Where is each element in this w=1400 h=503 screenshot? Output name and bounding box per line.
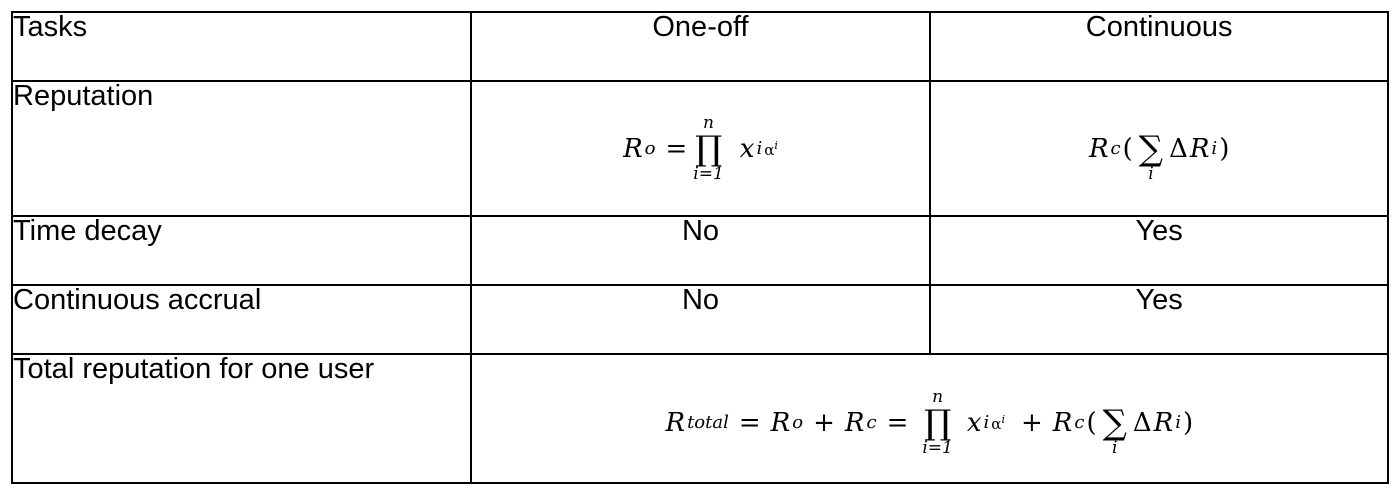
continuous-formula: Rc( n ∑ i ΔRi) — [1089, 115, 1229, 183]
subscript-total: total — [687, 411, 729, 433]
equals-sign: = — [738, 407, 761, 438]
subscript-c: c — [866, 411, 877, 433]
plus-sign: + — [813, 407, 835, 438]
product-lower-limit: i=1 — [693, 163, 724, 184]
equals-sign: = — [665, 133, 688, 164]
subscript-i: i — [1211, 137, 1218, 159]
delta-symbol: Δ — [1169, 133, 1188, 164]
row-label-reputation: Reputation — [11, 80, 472, 217]
sum-sign: ∑ — [1102, 402, 1127, 443]
symbol-r: R — [1052, 407, 1073, 438]
sum-operator: n ∑ i — [1139, 115, 1163, 183]
equals-sign-2: = — [886, 407, 909, 438]
continuous-formula-cell: Rc( n ∑ i ΔRi) — [929, 80, 1389, 217]
alpha-symbol: α — [764, 140, 775, 159]
alpha-subscript: i — [774, 138, 778, 152]
product-operator: n ∏ i=1 — [693, 112, 724, 184]
row-label-time-decay: Time decay — [11, 215, 472, 286]
alpha-subscript: i — [1001, 412, 1005, 426]
header-one-off: One-off — [469, 11, 932, 82]
alpha-symbol: α — [991, 414, 1002, 433]
row-label-continuous-accrual: Continuous accrual — [11, 284, 472, 355]
product-operator: n ∏ i=1 — [922, 386, 953, 458]
sum-lower-limit: i — [1148, 163, 1154, 184]
subscript-o: o — [792, 411, 804, 433]
accrual-one-off: No — [469, 284, 932, 355]
header-tasks: Tasks — [11, 11, 472, 82]
delta-symbol: Δ — [1132, 407, 1152, 438]
symbol-r: R — [770, 407, 791, 438]
symbol-x: x — [739, 133, 755, 164]
sum-lower-limit: i — [1112, 437, 1118, 458]
subscript-i: i — [983, 411, 990, 433]
symbol-r: R — [844, 407, 865, 438]
symbol-r: R — [1189, 133, 1210, 164]
subscript-o: o — [644, 137, 656, 159]
subscript-c: c — [1110, 137, 1121, 159]
table-row-continuous-accrual: Continuous accrual No Yes — [11, 284, 1389, 355]
plus-sign-2: + — [1020, 407, 1043, 438]
table-row-time-decay: Time decay No Yes — [11, 215, 1389, 286]
time-decay-continuous: Yes — [929, 215, 1389, 286]
exponent-alpha: αi — [764, 140, 778, 158]
symbol-x: x — [966, 407, 982, 438]
close-paren: ) — [1219, 133, 1230, 164]
product-upper-limit: n — [932, 386, 944, 407]
accrual-continuous: Yes — [929, 284, 1389, 355]
product-sign: ∏ — [695, 128, 723, 169]
subscript-c: c — [1074, 411, 1085, 433]
subscript-i: i — [756, 137, 763, 159]
symbol-r: R — [665, 407, 686, 438]
open-paren: ( — [1122, 133, 1133, 164]
exponent-alpha: αi — [991, 414, 1005, 432]
open-paren: ( — [1086, 407, 1097, 438]
subscript-i: i — [1175, 411, 1181, 433]
header-continuous: Continuous — [929, 11, 1389, 82]
symbol-r: R — [623, 133, 643, 164]
row-label-total-reputation: Total reputation for one user — [11, 353, 472, 484]
time-decay-one-off: No — [469, 215, 932, 286]
symbol-r: R — [1088, 133, 1109, 164]
product-sign: ∏ — [924, 402, 952, 443]
table-header-row: Tasks One-off Continuous — [11, 11, 1389, 82]
product-lower-limit: i=1 — [922, 437, 953, 458]
sum-sign: ∑ — [1138, 128, 1164, 169]
product-upper-limit: n — [703, 112, 714, 133]
symbol-r: R — [1153, 407, 1174, 438]
sum-operator: n ∑ i — [1103, 389, 1127, 457]
close-paren: ) — [1183, 407, 1194, 438]
